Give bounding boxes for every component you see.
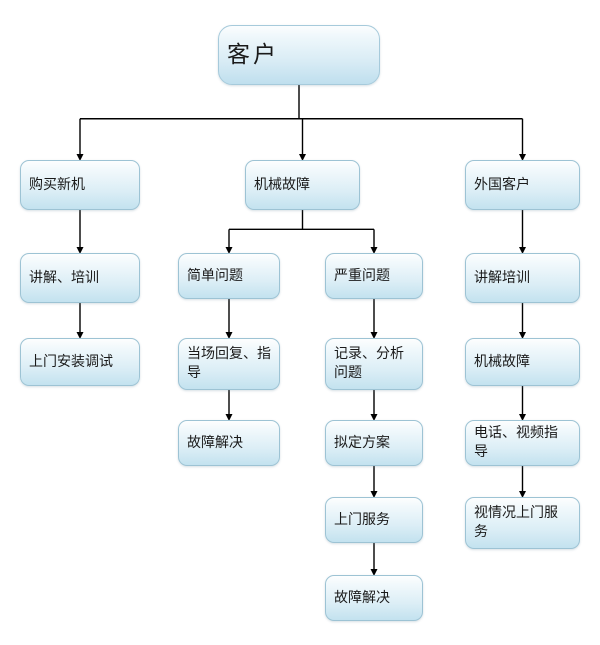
node-buy-new[interactable]: 购买新机 — [20, 160, 140, 210]
node-label: 上门服务 — [334, 511, 390, 528]
node-draft-plan[interactable]: 拟定方案 — [325, 420, 423, 466]
node-fault-solved-1[interactable]: 故障解决 — [178, 420, 280, 466]
node-label: 上门安装调试 — [29, 353, 113, 370]
node-label: 讲解、培训 — [29, 269, 99, 286]
node-foreign[interactable]: 外国客户 — [465, 160, 580, 210]
node-label: 讲解培训 — [474, 269, 530, 286]
node-label: 机械故障 — [474, 353, 530, 370]
node-mech-fault[interactable]: 机械故障 — [245, 160, 360, 210]
node-label: 外国客户 — [474, 176, 530, 193]
node-label: 当场回复、指导 — [187, 346, 271, 381]
node-label: 拟定方案 — [334, 434, 390, 451]
node-onsite-service[interactable]: 上门服务 — [325, 497, 423, 543]
node-label: 严重问题 — [334, 267, 390, 284]
node-label: 简单问题 — [187, 267, 243, 284]
node-label: 故障解决 — [334, 589, 390, 606]
edges-group — [76, 85, 527, 577]
node-label: 电话、视频指导 — [474, 425, 558, 460]
node-explain-train[interactable]: 讲解、培训 — [20, 253, 140, 303]
node-explain-train2[interactable]: 讲解培训 — [465, 253, 580, 303]
node-root[interactable]: 客户 — [218, 25, 380, 85]
node-label: 客户 — [227, 41, 279, 68]
node-onsite-reply[interactable]: 当场回复、指导 — [178, 338, 280, 390]
node-label: 记录、分析问题 — [334, 346, 404, 381]
node-fault-solved-2[interactable]: 故障解决 — [325, 575, 423, 621]
node-label: 机械故障 — [254, 176, 310, 193]
node-label: 购买新机 — [29, 176, 85, 193]
node-severe-issue[interactable]: 严重问题 — [325, 253, 423, 299]
node-record-analyze[interactable]: 记录、分析问题 — [325, 338, 423, 390]
node-onsite-install[interactable]: 上门安装调试 — [20, 338, 140, 386]
node-onsite-as-needed[interactable]: 视情况上门服务 — [465, 497, 580, 549]
node-label: 视情况上门服务 — [474, 505, 558, 540]
node-mech-fault2[interactable]: 机械故障 — [465, 338, 580, 386]
node-simple-issue[interactable]: 简单问题 — [178, 253, 280, 299]
node-phone-video[interactable]: 电话、视频指导 — [465, 420, 580, 466]
node-label: 故障解决 — [187, 434, 243, 451]
